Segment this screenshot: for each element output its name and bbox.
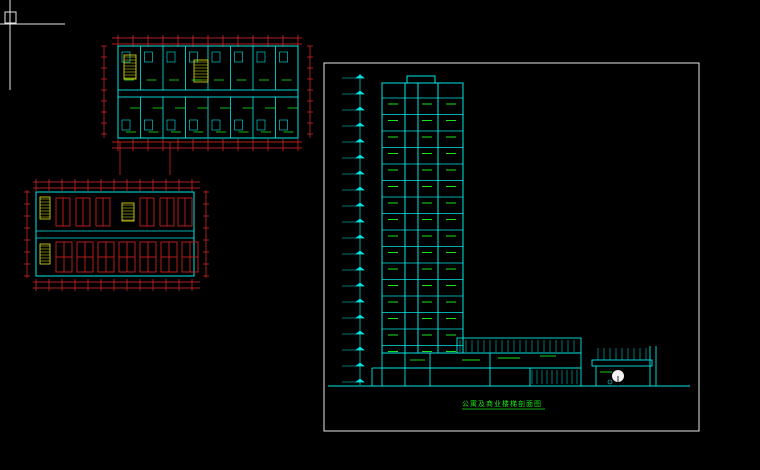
upper-room-north	[140, 45, 164, 91]
upper-room-north	[207, 45, 231, 91]
upper-room-south	[275, 96, 299, 139]
podium-section	[328, 337, 690, 387]
ucs-crosshair-icon	[0, 0, 65, 90]
lower-stair-core	[121, 202, 135, 222]
tree-icon	[612, 370, 624, 386]
upper-room-north	[117, 45, 141, 91]
lower-stair-south	[39, 243, 51, 265]
upper-room-north	[230, 45, 254, 91]
lower-floor-plan[interactable]	[24, 179, 209, 291]
upper-stair-west	[123, 54, 137, 80]
upper-plan-dimensions	[103, 37, 311, 175]
upper-room-north	[275, 45, 299, 91]
upper-room-north	[252, 45, 276, 91]
tower-section	[381, 75, 464, 354]
section-title: 公寓及商业楼梯剖面图	[462, 400, 542, 408]
upper-room-north	[162, 45, 186, 91]
lower-plan-outline	[35, 191, 195, 277]
lower-plan-dimensions	[26, 181, 207, 289]
building-section[interactable]	[328, 74, 690, 387]
section-sheet-frame[interactable]	[323, 62, 700, 432]
upper-floor-plan[interactable]	[101, 35, 313, 175]
